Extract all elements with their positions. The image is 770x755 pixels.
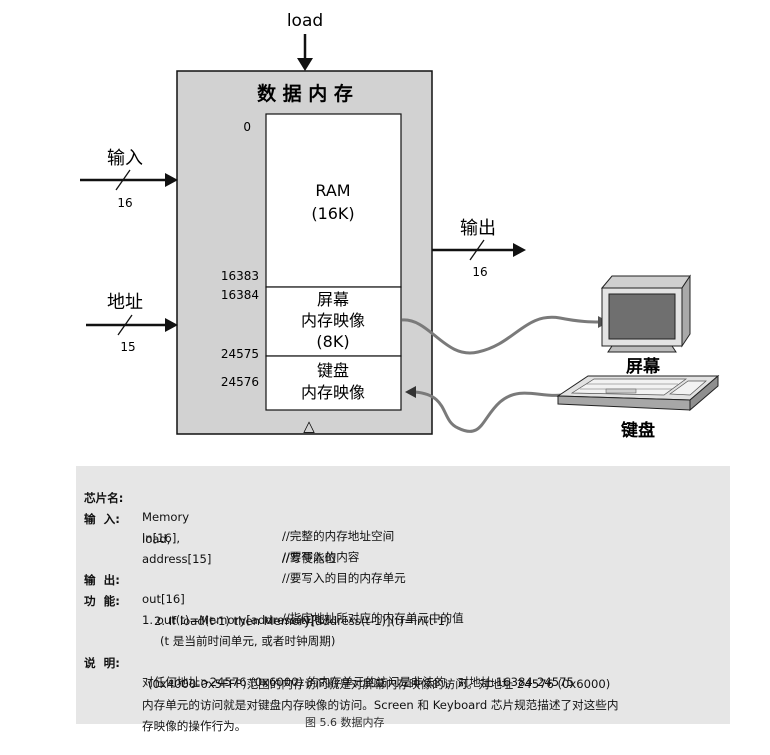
ram-region — [265, 113, 402, 288]
keyboard-map-region — [265, 355, 402, 411]
address-0: 0 — [243, 120, 251, 134]
spec-row-note-4: 存映像的操作行为。 — [76, 698, 246, 733]
spec-row-note-2: (0x4000-0x5FFF)范围的内存访问就是对屏幕内存映像的访问。对地址 2… — [76, 656, 610, 691]
spec-note-key: 说 明: — [84, 656, 120, 670]
spec-row-input-3: address[15] //要写入的目的内存单元 — [76, 531, 406, 585]
ram-size-label: (16K) — [311, 204, 354, 223]
spec-row-note-1: 说 明: 对任何地址>24576 (0x6000) 的内存单元的访问是非法的。对… — [76, 635, 574, 689]
spec-row-function-3: (t 是当前时间单元, 或者时钟周期) — [76, 613, 335, 648]
output-label: 输出 — [460, 218, 496, 239]
spec-input-value-2: load, — [142, 532, 171, 546]
spec-output-key: 输 出: — [84, 573, 120, 587]
address-24575: 24575 — [221, 347, 259, 361]
keyboard-cable — [414, 390, 563, 433]
spec-input-comment-2: //写使能位 — [282, 551, 337, 565]
spec-row-input-1: 输 入: in[16], //要写入的内容 — [76, 491, 359, 564]
spec-input-comment-1: //要写入的内容 — [282, 550, 360, 564]
spec-output-value: out[16] — [142, 592, 185, 606]
keyboard-map-label-2: 内存映像 — [301, 383, 365, 402]
ram-label: RAM — [315, 181, 350, 200]
spec-row-function-1: 功 能: 1. out(t)=Memory[address(t)](t) — [76, 573, 328, 627]
address-16383: 16383 — [221, 269, 259, 283]
spec-note-1: 对任何地址>24576 (0x6000) 的内存单元的访问是非法的。对地址 16… — [142, 675, 574, 689]
clock-symbol: △ — [303, 417, 315, 435]
spec-input-comment-3: //要写入的目的内存单元 — [282, 571, 406, 585]
address-label: 地址 — [107, 292, 143, 313]
figure-caption: 图 5.6 数据内存 — [305, 716, 385, 729]
screen-map-label-2: 内存映像 — [301, 311, 365, 330]
chip-title: 数 据 内 存 — [257, 82, 353, 105]
address-24576: 24576 — [221, 375, 259, 389]
spec-input-value-1: in[16], — [142, 531, 181, 545]
chip-spec-box: 芯片名: Memory //完整的内存地址空间 输 入: in[16], //要… — [76, 466, 730, 733]
screen-device-label: 屏幕 — [626, 356, 661, 377]
screen-map-label-3: (8K) — [316, 332, 349, 351]
spec-function-1: 1. out(t)=Memory[address(t)](t) — [142, 613, 328, 627]
keyboard-map-label-1: 键盘 — [317, 361, 349, 380]
address-width: 15 — [120, 340, 135, 354]
memory-diagram: load 数 据 内 存 RAM (16K) 屏幕 内存映像 (8K) 键盘 内… — [80, 11, 720, 441]
input-width: 16 — [117, 196, 132, 210]
output-width: 16 — [472, 265, 487, 279]
spec-function-3: (t 是当前时间单元, 或者时钟周期) — [160, 634, 336, 648]
keyboard-device-label: 键盘 — [621, 420, 655, 441]
spec-output-comment: //指定地址所对应的内存单元中的值 — [282, 611, 464, 625]
address-16384: 16384 — [221, 288, 259, 302]
spec-row-output: 输 出: out[16] //指定地址所对应的内存单元中的值 — [76, 552, 464, 625]
screen-cable — [401, 315, 601, 355]
load-label: load — [287, 11, 323, 31]
spec-chip-name-comment: //完整的内存地址空间 — [282, 529, 395, 543]
spec-note-4: 存映像的操作行为。 — [142, 719, 247, 733]
spec-row-note-3: 内存单元的访问就是对键盘内存映像的访问。Screen 和 Keyboard 芯片… — [76, 677, 618, 712]
spec-chip-name-value: Memory — [142, 510, 190, 524]
spec-input-value-3: address[15] — [142, 552, 212, 566]
spec-row-chip-name: 芯片名: Memory //完整的内存地址空间 — [76, 470, 394, 543]
keyboard-icon — [556, 374, 720, 412]
spec-function-key: 功 能: — [84, 594, 120, 608]
spec-function-2: 2. If load(t-1) then Memory[address(t-1)… — [154, 614, 450, 628]
spec-input-key: 输 入: — [84, 512, 120, 526]
spec-row-input-2: load, //写使能位 — [76, 511, 336, 565]
monitor-icon — [600, 274, 691, 353]
spec-note-3: 内存单元的访问就是对键盘内存映像的访问。Screen 和 Keyboard 芯片… — [142, 698, 619, 712]
screen-map-label-1: 屏幕 — [317, 290, 349, 309]
input-label: 输入 — [107, 148, 143, 169]
screen-map-region — [265, 286, 402, 357]
spec-row-function-2: 2. If load(t-1) then Memory[address(t-1)… — [76, 593, 450, 628]
spec-note-2: (0x4000-0x5FFF)范围的内存访问就是对屏幕内存映像的访问。对地址 2… — [148, 677, 611, 691]
spec-chip-name-key: 芯片名: — [84, 491, 124, 505]
